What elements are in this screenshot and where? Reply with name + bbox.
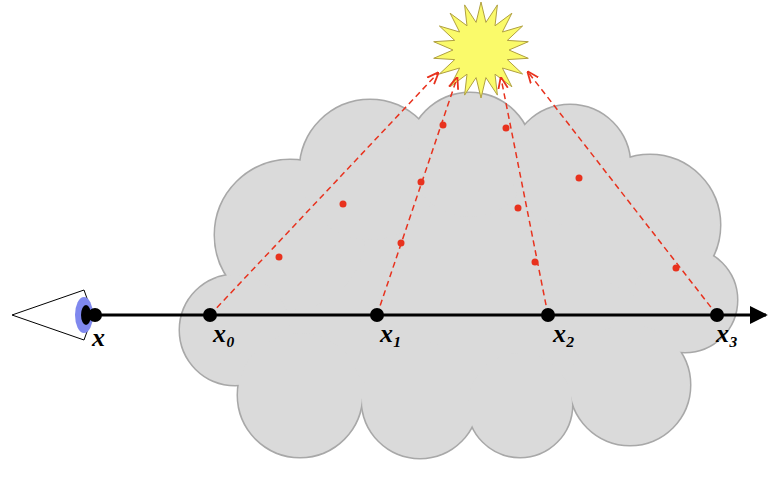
sun-symbol (434, 2, 529, 98)
point-label: x₁ (380, 321, 402, 347)
point-label: x₃ (716, 321, 738, 347)
point-label: x (92, 325, 105, 351)
sample-points (88, 308, 724, 322)
point-label: x₀ (213, 321, 235, 347)
eye-symbol (12, 290, 93, 340)
cloud (180, 93, 737, 458)
view-ray (94, 314, 766, 317)
scatter-dots (276, 122, 680, 272)
light-paths (210, 72, 717, 315)
cloud-fill (180, 93, 737, 458)
point-label: x₂ (553, 321, 575, 347)
